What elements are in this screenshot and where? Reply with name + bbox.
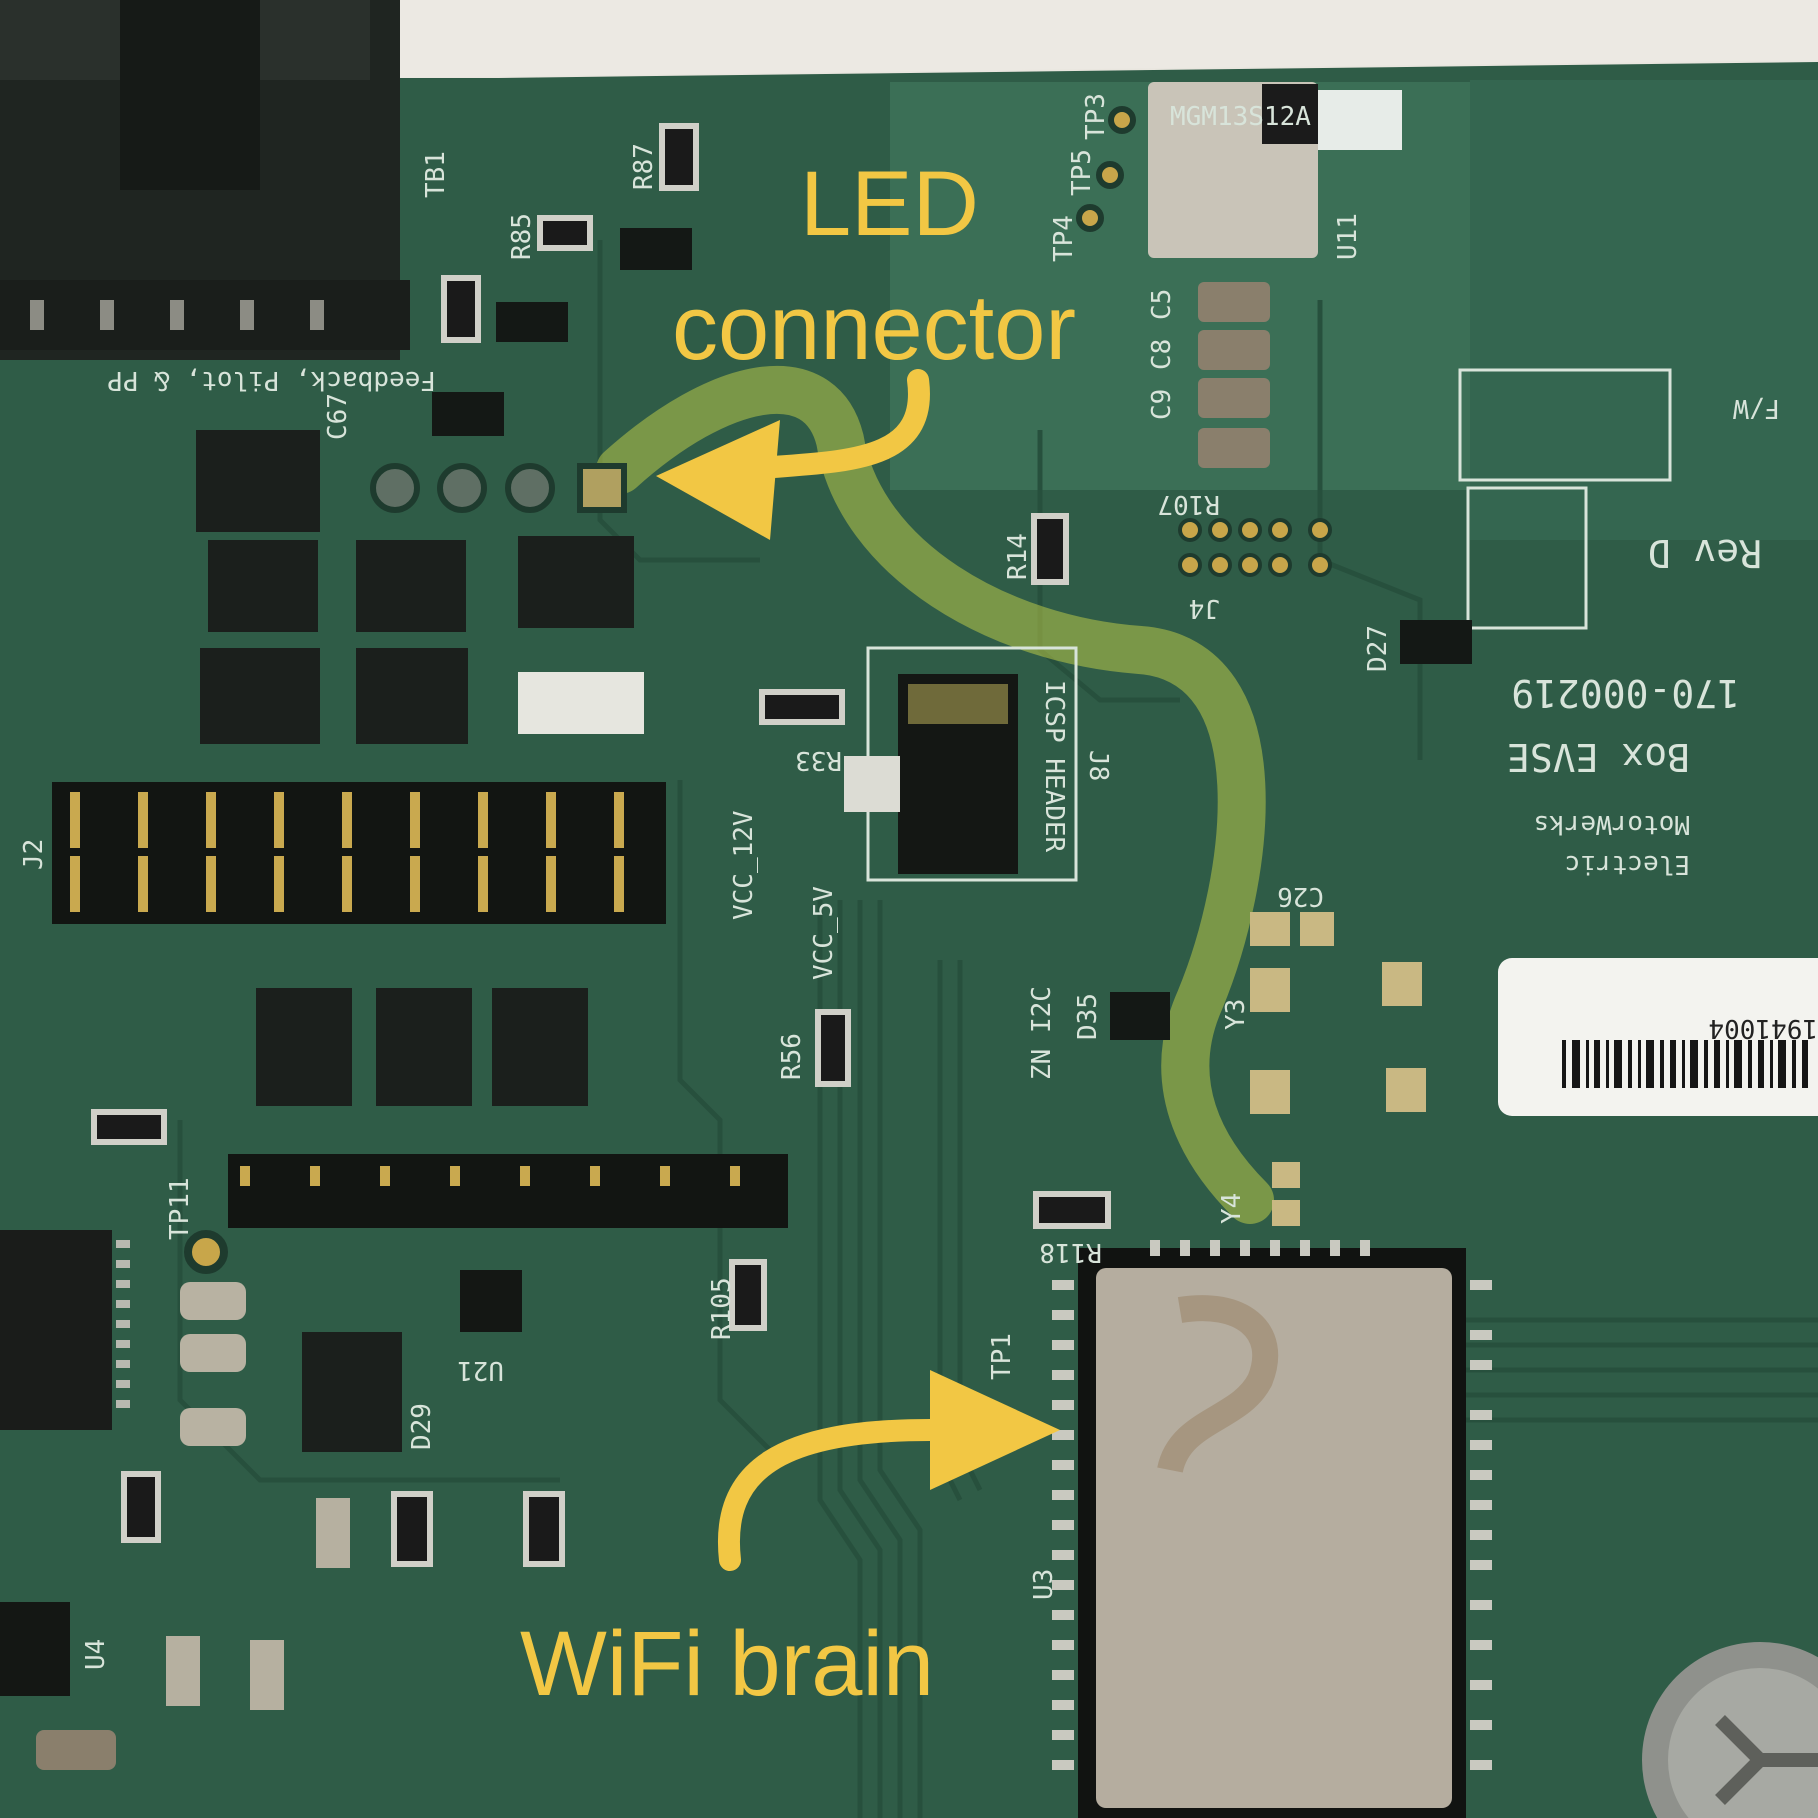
svg-text:MGM13S12A: MGM13S12A xyxy=(1170,102,1311,132)
wifi-callout: WiFi brain xyxy=(520,1613,935,1715)
led-callout-line2: connector xyxy=(672,277,1077,379)
silk-u4: U4 xyxy=(81,1639,111,1670)
silk-c67: C67 xyxy=(323,393,353,440)
module-u11: MGM13S12A xyxy=(1148,82,1318,258)
silk-i2c: ZN I2C xyxy=(1027,986,1057,1080)
wifi-arrow xyxy=(717,1419,941,1571)
silk-d35: D35 xyxy=(1073,993,1103,1040)
silk-r14: R14 xyxy=(1003,533,1033,580)
silk-j2: J2 xyxy=(19,839,49,870)
wifi-module-u3 xyxy=(1078,1248,1466,1818)
silk-product: Box EVSE xyxy=(1507,735,1690,779)
silk-y3: Y3 xyxy=(1221,999,1251,1030)
silk-c8: C8 xyxy=(1147,339,1177,370)
silk-r107: R107 xyxy=(1157,489,1220,519)
silk-vcc5: VCC_5V xyxy=(809,886,839,980)
led-connector-pads xyxy=(370,463,627,513)
silk-feedback: Feedback, Pilot, & PP xyxy=(107,365,436,395)
silk-j4: J4 xyxy=(1189,593,1220,623)
silk-r105: R105 xyxy=(707,1277,737,1340)
silk-j8: J8 xyxy=(1083,750,1113,781)
silk-c26: C26 xyxy=(1277,881,1324,911)
silk-serial: 1941004 xyxy=(1708,1013,1818,1043)
pin-header-j2 xyxy=(52,782,666,924)
serial-label xyxy=(1498,958,1818,1116)
silk-maker-2: Electric xyxy=(1565,849,1690,879)
silk-d29: D29 xyxy=(407,1403,437,1450)
wifi-arrow-head xyxy=(930,1370,1060,1490)
led-callout-line1: LED xyxy=(800,153,979,255)
silk-rev: Rev D xyxy=(1648,531,1762,575)
silk-y4: Y4 xyxy=(1217,1193,1247,1224)
icsp-header-j8 xyxy=(898,674,1018,874)
silk-u21: U21 xyxy=(457,1355,504,1385)
silk-c5: C5 xyxy=(1147,289,1177,320)
terminal-block-tb1 xyxy=(0,0,410,360)
silk-icsp: ICSP HEADER xyxy=(1039,680,1069,853)
silk-maker-1: MotorWerks xyxy=(1533,809,1690,839)
highlighted-trace xyxy=(596,365,1274,1224)
silk-r118: R118 xyxy=(1039,1237,1102,1267)
silk-tp11: TP11 xyxy=(165,1177,195,1240)
silk-d27: D27 xyxy=(1363,625,1393,672)
led-arrow-head xyxy=(656,420,780,540)
silk-vcc12: VCC_12V xyxy=(729,810,759,920)
silk-u3: U3 xyxy=(1029,1569,1059,1600)
silk-u11: U11 xyxy=(1333,213,1363,260)
silk-tp4: TP4 xyxy=(1049,215,1079,262)
silk-c9: C9 xyxy=(1147,389,1177,420)
silk-r87: R87 xyxy=(629,143,659,190)
silk-r56: R56 xyxy=(777,1033,807,1080)
silk-r85: R85 xyxy=(507,213,537,260)
silk-tp5: TP5 xyxy=(1067,149,1097,196)
silk-tb1: TB1 xyxy=(421,151,451,198)
silk-tp1: TP1 xyxy=(987,1333,1017,1380)
silk-fw: F/W xyxy=(1733,393,1780,423)
silk-r33: R33 xyxy=(795,745,842,775)
silk-part: 170-000219 xyxy=(1511,671,1740,715)
silk-tp3: TP3 xyxy=(1081,93,1111,140)
